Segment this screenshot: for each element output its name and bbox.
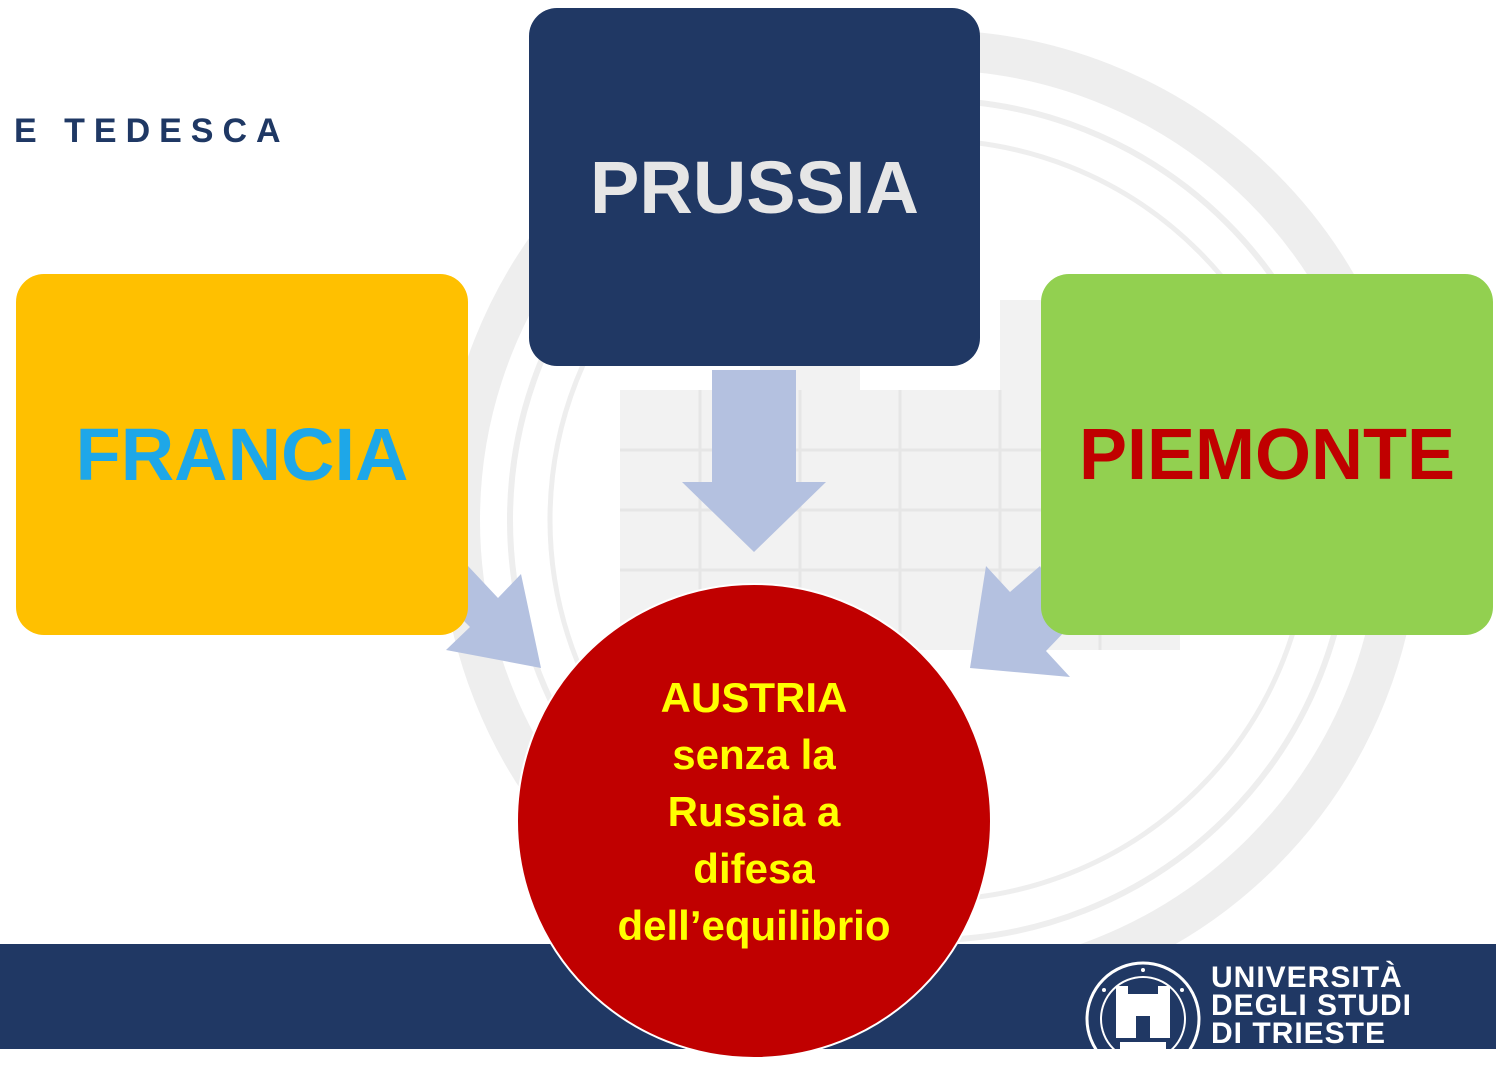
austria-line-4: difesa <box>693 845 815 892</box>
down-arrow <box>682 370 826 552</box>
piemonte-box: PIEMONTE <box>1041 274 1493 635</box>
university-name: UNIVERSITÀ DEGLI STUDI DI TRIESTE <box>1211 961 1413 1050</box>
university-name-line-3: DI TRIESTE <box>1211 1017 1387 1050</box>
austria-line-3: Russia a <box>667 788 841 835</box>
austria-line-1: AUSTRIA <box>660 674 848 721</box>
austria-circle: AUSTRIA senza la Russia a difesa dell’eq… <box>516 583 992 1059</box>
slide-title: E TEDESCA <box>14 112 290 150</box>
prussia-box: PRUSSIA <box>529 8 980 366</box>
university-name-line-2: DEGLI STUDI <box>1211 989 1413 1022</box>
university-logo: UNIVERSITÀ DEGLI STUDI DI TRIESTE <box>1081 960 1481 1077</box>
piemonte-label: PIEMONTE <box>1078 414 1456 495</box>
university-name-line-1: UNIVERSITÀ <box>1211 961 1403 994</box>
francia-box: FRANCIA <box>16 274 468 635</box>
austria-line-2: senza la <box>672 731 836 778</box>
university-seal-icon <box>1085 961 1201 1077</box>
francia-label: FRANCIA <box>75 413 409 496</box>
prussia-label: PRUSSIA <box>590 145 919 229</box>
austria-line-5: dell’equilibrio <box>617 902 891 949</box>
